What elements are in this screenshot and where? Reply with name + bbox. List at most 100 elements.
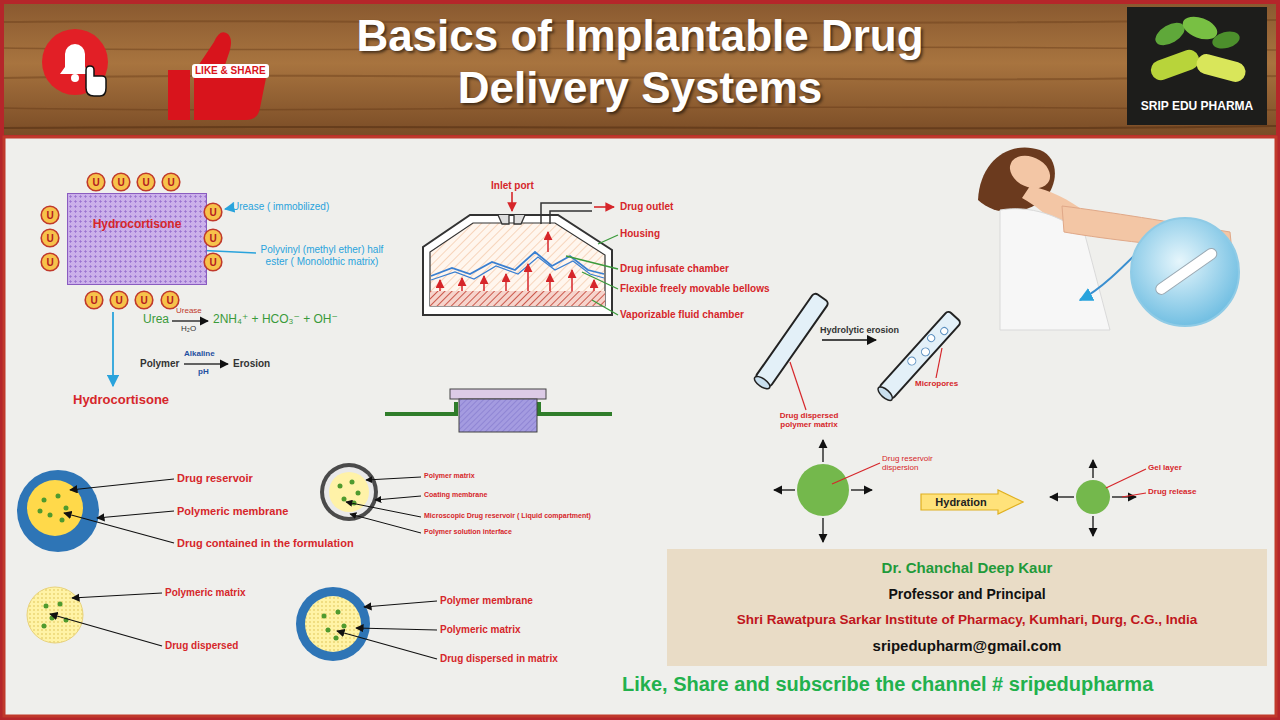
node-heading: U — [46, 210, 53, 221]
membrane-matrix-capsule-part — [296, 587, 370, 661]
node-heading: Dr. Chanchal Deep Kaur — [882, 560, 1053, 577]
eroding-rod-part — [876, 385, 895, 403]
swelling-matrix-part — [851, 489, 872, 490]
membrane-matrix-capsule-part — [305, 596, 361, 652]
eroding-rod-part — [753, 292, 830, 391]
eroding-rod-part — [936, 348, 942, 378]
membrane-matrix-capsule-part — [336, 610, 341, 615]
swelling-matrix-part — [832, 463, 880, 484]
implant-cross-section-part — [450, 389, 546, 399]
node-heading: U — [209, 233, 216, 244]
circle-shape — [162, 173, 180, 191]
label-text: Gel layer — [1148, 463, 1182, 472]
matrix-capsule — [27, 587, 162, 646]
infusion-pump-part — [598, 235, 618, 244]
label-text: Drug reservoir — [177, 472, 253, 485]
label-text: Drug dispersed in matrix — [440, 653, 558, 665]
wood-banner — [4, 4, 1276, 135]
label-text: Inlet port — [491, 180, 534, 192]
circle-shape — [137, 173, 155, 191]
infusion-pump-part — [527, 264, 529, 291]
infusion-pump — [423, 192, 618, 315]
bell-icon-part — [86, 66, 106, 96]
circle-shape — [204, 203, 222, 221]
drug-matrix-box: Hydrocortisone — [67, 193, 207, 285]
label-text: Polyvinyl (methyl ether) half ester ( Mo… — [258, 244, 386, 267]
reaction-arrows-part — [172, 320, 208, 321]
label-text: Polymer solution interface — [424, 528, 512, 536]
infusion-pump-part — [483, 276, 485, 291]
reservoir-capsule-part — [70, 479, 174, 490]
infusion-pump-part — [461, 278, 463, 291]
matrix-capsule-part — [58, 602, 63, 607]
label-text: Drug contained in the formulation — [177, 537, 354, 550]
node-heading: U — [167, 177, 174, 188]
bell-icon — [42, 29, 108, 96]
urease-circle: U — [84, 290, 104, 310]
swelling-matrix-part — [1050, 496, 1074, 497]
arrow-shape — [921, 490, 1023, 514]
circle-shape — [87, 173, 105, 191]
node-heading: U — [46, 233, 53, 244]
membrane-matrix-capsule-part — [326, 628, 331, 633]
label-text: Erosion — [233, 358, 270, 370]
eroding-rod-part — [822, 339, 876, 341]
eroding-rod-part — [755, 292, 829, 388]
label-text: pH — [198, 367, 209, 376]
patient-illustration-part — [1131, 218, 1239, 326]
infusion-pump-part — [511, 192, 513, 211]
label-text: Coating membrane — [424, 491, 487, 499]
eroding-rod-part — [926, 333, 936, 343]
node-heading: U — [140, 295, 147, 306]
channel-logo-part — [1148, 47, 1202, 83]
swelling-matrix-part — [774, 489, 795, 490]
reaction-arrows-part — [112, 312, 114, 386]
bell-icon-part — [42, 29, 108, 95]
urease-circle: U — [86, 172, 106, 192]
urease-circle: U — [40, 205, 60, 225]
microreservoir-capsule — [320, 463, 421, 533]
node-heading: U — [90, 295, 97, 306]
label-text: SRIP EDU PHARMA — [1127, 100, 1267, 114]
infusion-pump-part — [547, 232, 549, 252]
urease-circle: U — [109, 290, 129, 310]
swelling-matrix-part — [1092, 460, 1093, 478]
eroding-rod-part — [906, 355, 917, 366]
reservoir-capsule — [17, 470, 174, 552]
label-text: Vaporizable fluid chamber — [620, 309, 744, 321]
reservoir-capsule-part — [48, 513, 53, 518]
membrane-matrix-capsule-part — [356, 628, 437, 630]
channel-logo-part — [1127, 7, 1267, 125]
swelling-matrix-part — [1092, 516, 1093, 536]
node-heading: U — [209, 257, 216, 268]
infusion-pump-part — [571, 270, 573, 291]
node-heading: U — [209, 207, 216, 218]
eroding-rod-part — [920, 346, 931, 357]
microreservoir-capsule-part — [346, 502, 421, 517]
reservoir-capsule-part — [38, 509, 43, 514]
reservoir-capsule-part — [60, 518, 65, 523]
microreservoir-capsule-part — [342, 497, 347, 502]
microreservoir-capsule-part — [320, 463, 378, 521]
patient-illustration-part — [1154, 246, 1219, 296]
eroding-rod-part — [790, 362, 806, 410]
label-text: LIKE & SHARE — [192, 64, 269, 78]
circle-shape — [112, 173, 130, 191]
microreservoir-capsule-part — [338, 484, 343, 489]
label-text: Drug outlet — [620, 201, 673, 213]
label-text: Like, Share and subscribe the channel # … — [622, 673, 1153, 696]
circle-shape — [204, 229, 222, 247]
label-text: Alkaline — [184, 349, 215, 358]
page-title: Basics of Implantable Drug Delivery Syst… — [340, 10, 940, 114]
label-text: Drug reservoir dispersion — [882, 454, 948, 472]
urease-circle: U — [136, 172, 156, 192]
author-panel: Dr. Chanchal Deep KaurProfessor and Prin… — [667, 549, 1267, 666]
microreservoir-capsule-part — [329, 472, 369, 512]
node-text: Professor and Principal — [888, 587, 1045, 602]
eroding-rod-part — [753, 374, 772, 391]
circle-shape — [204, 253, 222, 271]
label-text: Housing — [620, 228, 660, 240]
wood-banner-part — [4, 4, 1276, 135]
label-text: Polymer — [140, 358, 179, 370]
